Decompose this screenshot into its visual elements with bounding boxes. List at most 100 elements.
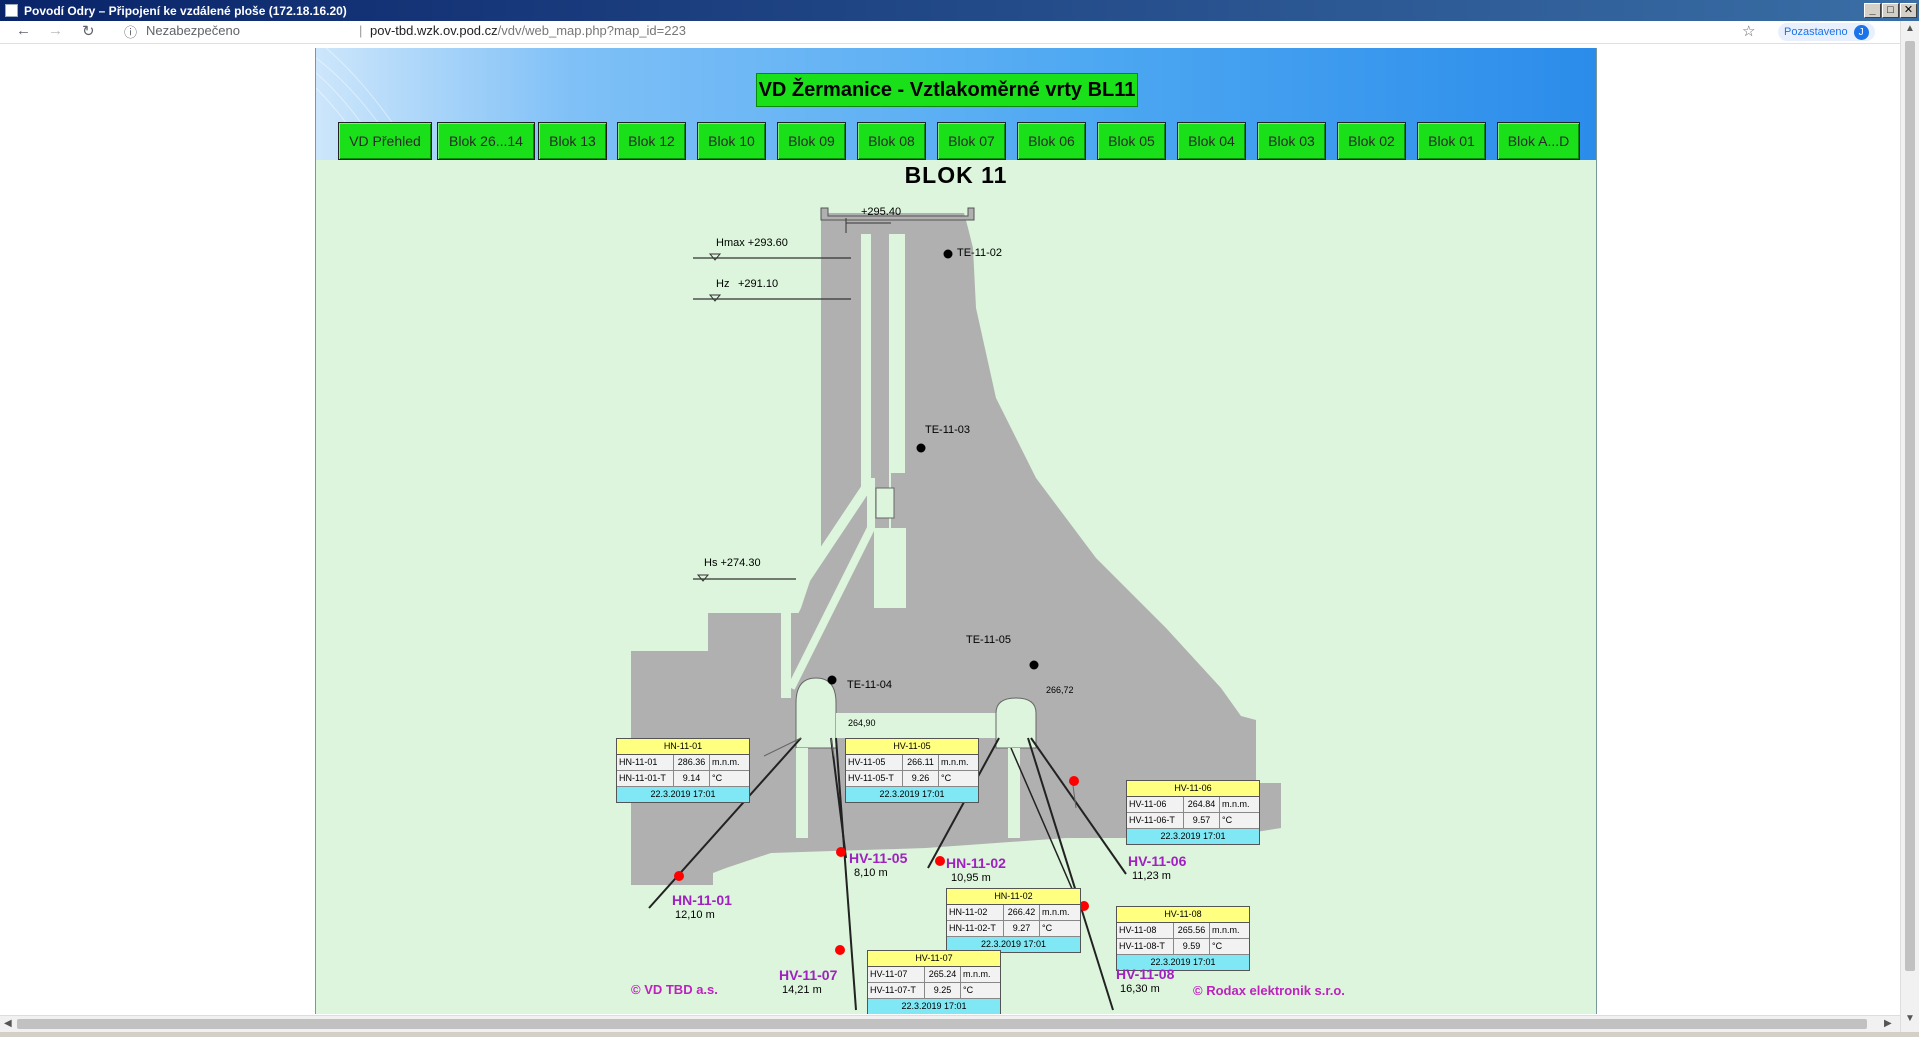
borehole-hv-11-07	[835, 737, 857, 1011]
sensor-te-11-04	[827, 675, 837, 685]
borehole-hv-11-08	[1027, 737, 1114, 1011]
table-header: HV-11-08	[1117, 907, 1249, 923]
well-hv-11-07-depth: 14,21 m	[782, 984, 822, 996]
sensor-hn-11-02	[935, 856, 945, 866]
reload-icon[interactable]: ↻	[82, 23, 95, 40]
cell-unit: °C	[1222, 815, 1233, 825]
window-title-bar: Povodí Odry – Připojení ke vzdálené ploš…	[0, 0, 1919, 21]
window-bottom-border	[0, 1032, 1919, 1037]
nav-blok-10[interactable]: Blok 10	[697, 122, 766, 160]
info-icon[interactable]: ⓘ	[124, 25, 138, 40]
vertical-scrollbar[interactable]: ▲ ▼	[1900, 21, 1919, 1032]
url-path: /vdv/web_map.php?map_id=223	[497, 23, 686, 38]
nav-blok-26-14[interactable]: Blok 26...14	[437, 122, 535, 160]
maximize-button[interactable]: □	[1882, 3, 1899, 18]
table-header: HV-11-07	[868, 951, 1000, 967]
block-title: BLOK 11	[904, 162, 1008, 188]
url-text[interactable]: pov-tbd.wzk.ov.pod.cz/vdv/web_map.php?ma…	[370, 23, 686, 38]
cell-sensor: HN-11-01-T	[617, 771, 674, 786]
sensor-hv-11-06	[1069, 776, 1079, 786]
table-timestamp: 22.3.2019 17:01	[868, 999, 1000, 1014]
te-11-04-label: TE-11-04	[847, 679, 893, 691]
level-26490-label: 264,90	[848, 718, 876, 728]
cell-sensor: HV-11-08-T	[1117, 939, 1174, 954]
nav-blok-08[interactable]: Blok 08	[857, 122, 926, 160]
horizontal-scroll-thumb[interactable]	[17, 1019, 1867, 1029]
scroll-up-icon[interactable]: ▲	[1905, 23, 1915, 34]
nav-blok-12[interactable]: Blok 12	[617, 122, 686, 160]
copyright-vd-tbd: © VD TBD a.s.	[631, 982, 718, 997]
well-hn-11-02-name[interactable]: HN-11-02	[946, 855, 1006, 871]
cell-sensor: HV-11-07-T	[868, 983, 925, 998]
forward-icon[interactable]: →	[48, 22, 63, 39]
well-hn-11-01-name[interactable]: HN-11-01	[672, 892, 732, 908]
cell-value: 266.11	[903, 755, 939, 770]
dam-cross-section	[631, 207, 1281, 1011]
cell-value: 9.14	[674, 771, 710, 786]
cell-unit: m.n.m.	[1212, 925, 1240, 935]
te-11-02-label: TE-11-02	[957, 247, 1003, 259]
cell-unit: m.n.m.	[1222, 799, 1250, 809]
nav-blok-09[interactable]: Blok 09	[777, 122, 846, 160]
back-icon[interactable]: ←	[16, 22, 31, 39]
cell-value: 9.27	[1004, 921, 1040, 936]
nav-vd-prehled[interactable]: VD Přehled	[338, 122, 432, 160]
window-title: Povodí Odry – Připojení ke vzdálené ploš…	[24, 4, 347, 18]
hmax-label: Hmax +293.60	[716, 237, 788, 249]
drainage-channel-1	[796, 748, 808, 838]
nav-blok-01[interactable]: Blok 01	[1417, 122, 1486, 160]
scroll-left-icon[interactable]: ◀	[4, 1018, 12, 1029]
gallery-left	[795, 677, 837, 749]
nav-blok-04[interactable]: Blok 04	[1177, 122, 1246, 160]
cell-unit: m.n.m.	[1042, 907, 1070, 917]
address-bar[interactable]: ⓘ Nezabezpečeno | pov-tbd.wzk.ov.pod.cz/…	[112, 21, 1792, 42]
crest-level-label: +295.40	[861, 206, 902, 218]
nav-blok-a-d[interactable]: Blok A...D	[1497, 122, 1580, 160]
cell-sensor: HN-11-02	[947, 905, 1004, 920]
inspection-shaft	[874, 234, 906, 608]
minimize-button[interactable]: _	[1864, 3, 1881, 18]
vertical-scroll-thumb[interactable]	[1905, 41, 1915, 971]
nav-blok-06[interactable]: Blok 06	[1017, 122, 1086, 160]
well-hn-11-01-depth: 12,10 m	[675, 909, 715, 921]
drainage-channel-2	[1008, 748, 1020, 838]
table-timestamp: 22.3.2019 17:01	[1117, 955, 1249, 970]
cell-sensor: HN-11-02-T	[947, 921, 1004, 936]
borehole-hv-11-06	[1030, 737, 1127, 875]
nav-blok-07[interactable]: Blok 07	[937, 122, 1006, 160]
nav-blok-02[interactable]: Blok 02	[1337, 122, 1406, 160]
nav-blok-03[interactable]: Blok 03	[1257, 122, 1326, 160]
cell-sensor: HV-11-06	[1127, 797, 1184, 812]
well-hv-11-08-depth: 16,30 m	[1120, 983, 1160, 995]
avatar: J	[1853, 24, 1869, 40]
cell-value: 265.24	[925, 967, 961, 982]
well-hv-11-06-name[interactable]: HV-11-06	[1128, 853, 1187, 869]
horizontal-scrollbar[interactable]: ◀ ▶	[0, 1015, 1900, 1032]
scroll-right-icon[interactable]: ▶	[1884, 1018, 1892, 1029]
well-hv-11-05-name[interactable]: HV-11-05	[849, 850, 908, 866]
table-header: HV-11-05	[846, 739, 978, 755]
bookmark-star-icon[interactable]: ☆	[1742, 23, 1756, 40]
scroll-down-icon[interactable]: ▼	[1905, 1013, 1915, 1024]
hs-label: Hs +274.30	[704, 557, 761, 569]
gallery-right	[995, 697, 1037, 749]
well-hv-11-07-name[interactable]: HV-11-07	[779, 967, 838, 983]
nav-blok-05[interactable]: Blok 05	[1097, 122, 1166, 160]
close-button[interactable]: ✕	[1900, 3, 1917, 18]
hz-label: Hz	[716, 278, 730, 290]
well-hv-11-06-depth: 11,23 m	[1132, 870, 1171, 882]
nav-blok-13[interactable]: Blok 13	[538, 122, 607, 160]
well-hv-11-08-name[interactable]: HV-11-08	[1116, 966, 1175, 982]
cell-value: 266.42	[1004, 905, 1040, 920]
